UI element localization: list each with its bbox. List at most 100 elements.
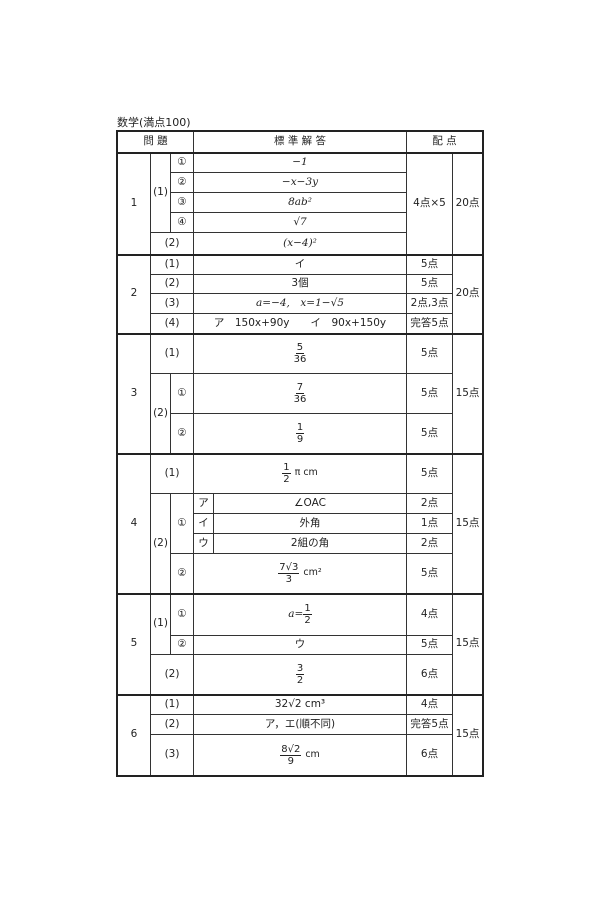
sub-label: イ [193, 513, 214, 534]
points-cell: 5点 [406, 413, 453, 454]
numerator: 1 [295, 422, 305, 434]
points-cell: 5点 [406, 553, 453, 594]
part-label: (3) [150, 293, 194, 314]
points-cell: 6点 [406, 654, 453, 695]
total-cell: 20点 [452, 254, 483, 334]
q1-number: 1 [117, 152, 151, 255]
total-cell: 15点 [452, 333, 483, 454]
denominator: 2 [283, 474, 290, 485]
section-divider [116, 333, 484, 335]
denominator: 9 [287, 755, 294, 767]
part-label: (1) [150, 694, 194, 715]
denominator: 36 [293, 354, 307, 365]
unit: π cm [294, 467, 318, 479]
numerator: 1 [303, 603, 312, 615]
q1-mark: ④ [170, 212, 194, 233]
numerator: 7√3 [278, 562, 300, 574]
part-label: (4) [150, 313, 194, 334]
denominator: 9 [296, 434, 304, 445]
answer-cell: √7 [193, 212, 407, 233]
part-label: (1) [150, 593, 171, 655]
answer-text: 8ab² [288, 195, 312, 208]
answer-cell: −x−3y [193, 172, 407, 193]
answer-cell: イ [193, 254, 407, 275]
answer-text: √7 [293, 215, 307, 228]
answer-text: −1 [292, 155, 308, 168]
q4-number: 4 [117, 453, 151, 594]
answer-cell: 8ab² [193, 192, 407, 213]
points-cell: 5点 [406, 635, 453, 655]
answer-cell: ア 150x+90y イ 90x+150y [193, 313, 407, 334]
sub-label: ア [193, 493, 214, 514]
points-cell: 1点 [406, 513, 453, 534]
points-cell: 6点 [406, 734, 453, 776]
q3-number: 3 [117, 333, 151, 454]
points-cell: 4点 [406, 593, 453, 636]
q2-number: 2 [117, 254, 151, 334]
denominator: 36 [293, 394, 307, 405]
header-points: 配 点 [406, 131, 483, 153]
q6-number: 6 [117, 694, 151, 776]
part-label: (2) [150, 714, 194, 735]
unit: cm² [303, 567, 322, 579]
numerator: 1 [282, 462, 291, 474]
mark: ② [170, 635, 194, 655]
answer-cell: ア，エ(順不同) [193, 714, 407, 735]
answer-cell: −1 [193, 152, 407, 173]
q1-mark: ② [170, 172, 194, 193]
total-cell: 15点 [452, 593, 483, 695]
part-label: (2) [150, 373, 171, 454]
table-border [116, 130, 484, 132]
mark: ② [170, 413, 194, 454]
section-divider [116, 152, 484, 154]
points-cell: 4点×5 [406, 152, 453, 255]
answer-text: −x−3y [281, 175, 319, 188]
answer-cell: 外角 [213, 513, 407, 534]
part-label: (2) [150, 493, 171, 594]
mark: ① [170, 373, 194, 414]
q1-part2: (2) [150, 232, 194, 255]
q1-mark: ① [170, 152, 194, 173]
points-cell: 5点 [406, 333, 453, 374]
points-cell: 2点,3点 [406, 293, 453, 314]
sub-label: ウ [193, 533, 214, 554]
points-cell: 5点 [406, 373, 453, 414]
q1-mark: ③ [170, 192, 194, 213]
answer-cell: ∠OAC [213, 493, 407, 514]
points-cell: 2点 [406, 493, 453, 514]
total-cell: 20点 [452, 152, 483, 255]
denominator: 2 [296, 675, 304, 686]
total-cell: 15点 [452, 453, 483, 594]
header-problem: 問 題 [117, 131, 194, 153]
points-cell: 2点 [406, 533, 453, 554]
part-label: (3) [150, 734, 194, 776]
section-divider [116, 593, 484, 595]
mark: ① [170, 493, 194, 554]
page-title: 数学(満点100) [117, 116, 191, 129]
answer-cell: 32√2 cm³ [193, 694, 407, 715]
answer-cell: 2組の角 [213, 533, 407, 554]
numerator: 3 [295, 663, 305, 675]
numerator: 5 [295, 342, 305, 354]
section-divider [116, 453, 484, 455]
denominator: 3 [285, 574, 293, 585]
part-label: (1) [150, 453, 194, 494]
mark: ② [170, 553, 194, 594]
q5-number: 5 [117, 593, 151, 695]
points-cell: 5点 [406, 254, 453, 275]
answer-cell: a=−4, x=1−√5 [193, 293, 407, 314]
points-cell: 完答5点 [406, 313, 453, 334]
